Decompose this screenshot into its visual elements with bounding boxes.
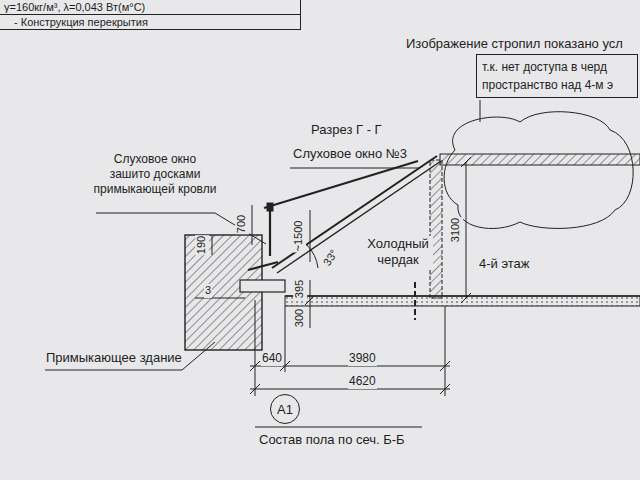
leader-line [96,213,266,244]
wall [430,160,442,298]
rafter [272,156,437,268]
note-box: Изображение стропил показано усл т.к. нет… [406,36,638,98]
section-title: Разрез Г - Г [310,122,383,138]
table-cell: - Конструкция перекрытия [0,15,300,29]
angle-dimension: 33° [320,246,342,269]
dormer-post [269,208,271,256]
dimension: ~1500 [292,220,306,253]
marker-text: A1 [277,402,293,417]
note-body: т.к. нет доступа в черд пространство над… [476,54,638,98]
table-cell: γ=160кг/м³, λ=0,043 Вт(м°С) [0,0,300,15]
note-heading: Изображение стропил показано усл [406,36,638,51]
leader-line [45,342,215,370]
cloud-outline [444,112,633,229]
room-name: 4-й этаж [478,256,531,272]
dimension: 3100 [449,217,463,243]
room-name: Холодный чердак [363,236,433,269]
callout-note: Слуховое окно зашито досками примыкающей… [92,152,218,197]
roof-slab [440,154,640,165]
reference-note: Состав пола по сеч. Б-Б [258,432,406,448]
dimension: 640 [261,351,283,366]
dimension: 3980 [348,351,377,366]
detail-marker: A1 [270,394,300,424]
dimension: 395 [293,279,307,299]
cornice [240,280,285,292]
dimension: 700 [235,214,249,234]
callout-note: Слуховое окно №3 [292,146,408,162]
leader-line [480,100,481,122]
dimension: 300 [293,308,307,328]
dimension: 190 [195,235,209,255]
callout-note: Примыкающее здание [45,350,183,366]
callout-number: 3 [204,284,212,298]
dimension: 4620 [348,374,377,389]
spec-table: γ=160кг/м³, λ=0,043 Вт(м°С)- Конструкция… [0,0,301,30]
